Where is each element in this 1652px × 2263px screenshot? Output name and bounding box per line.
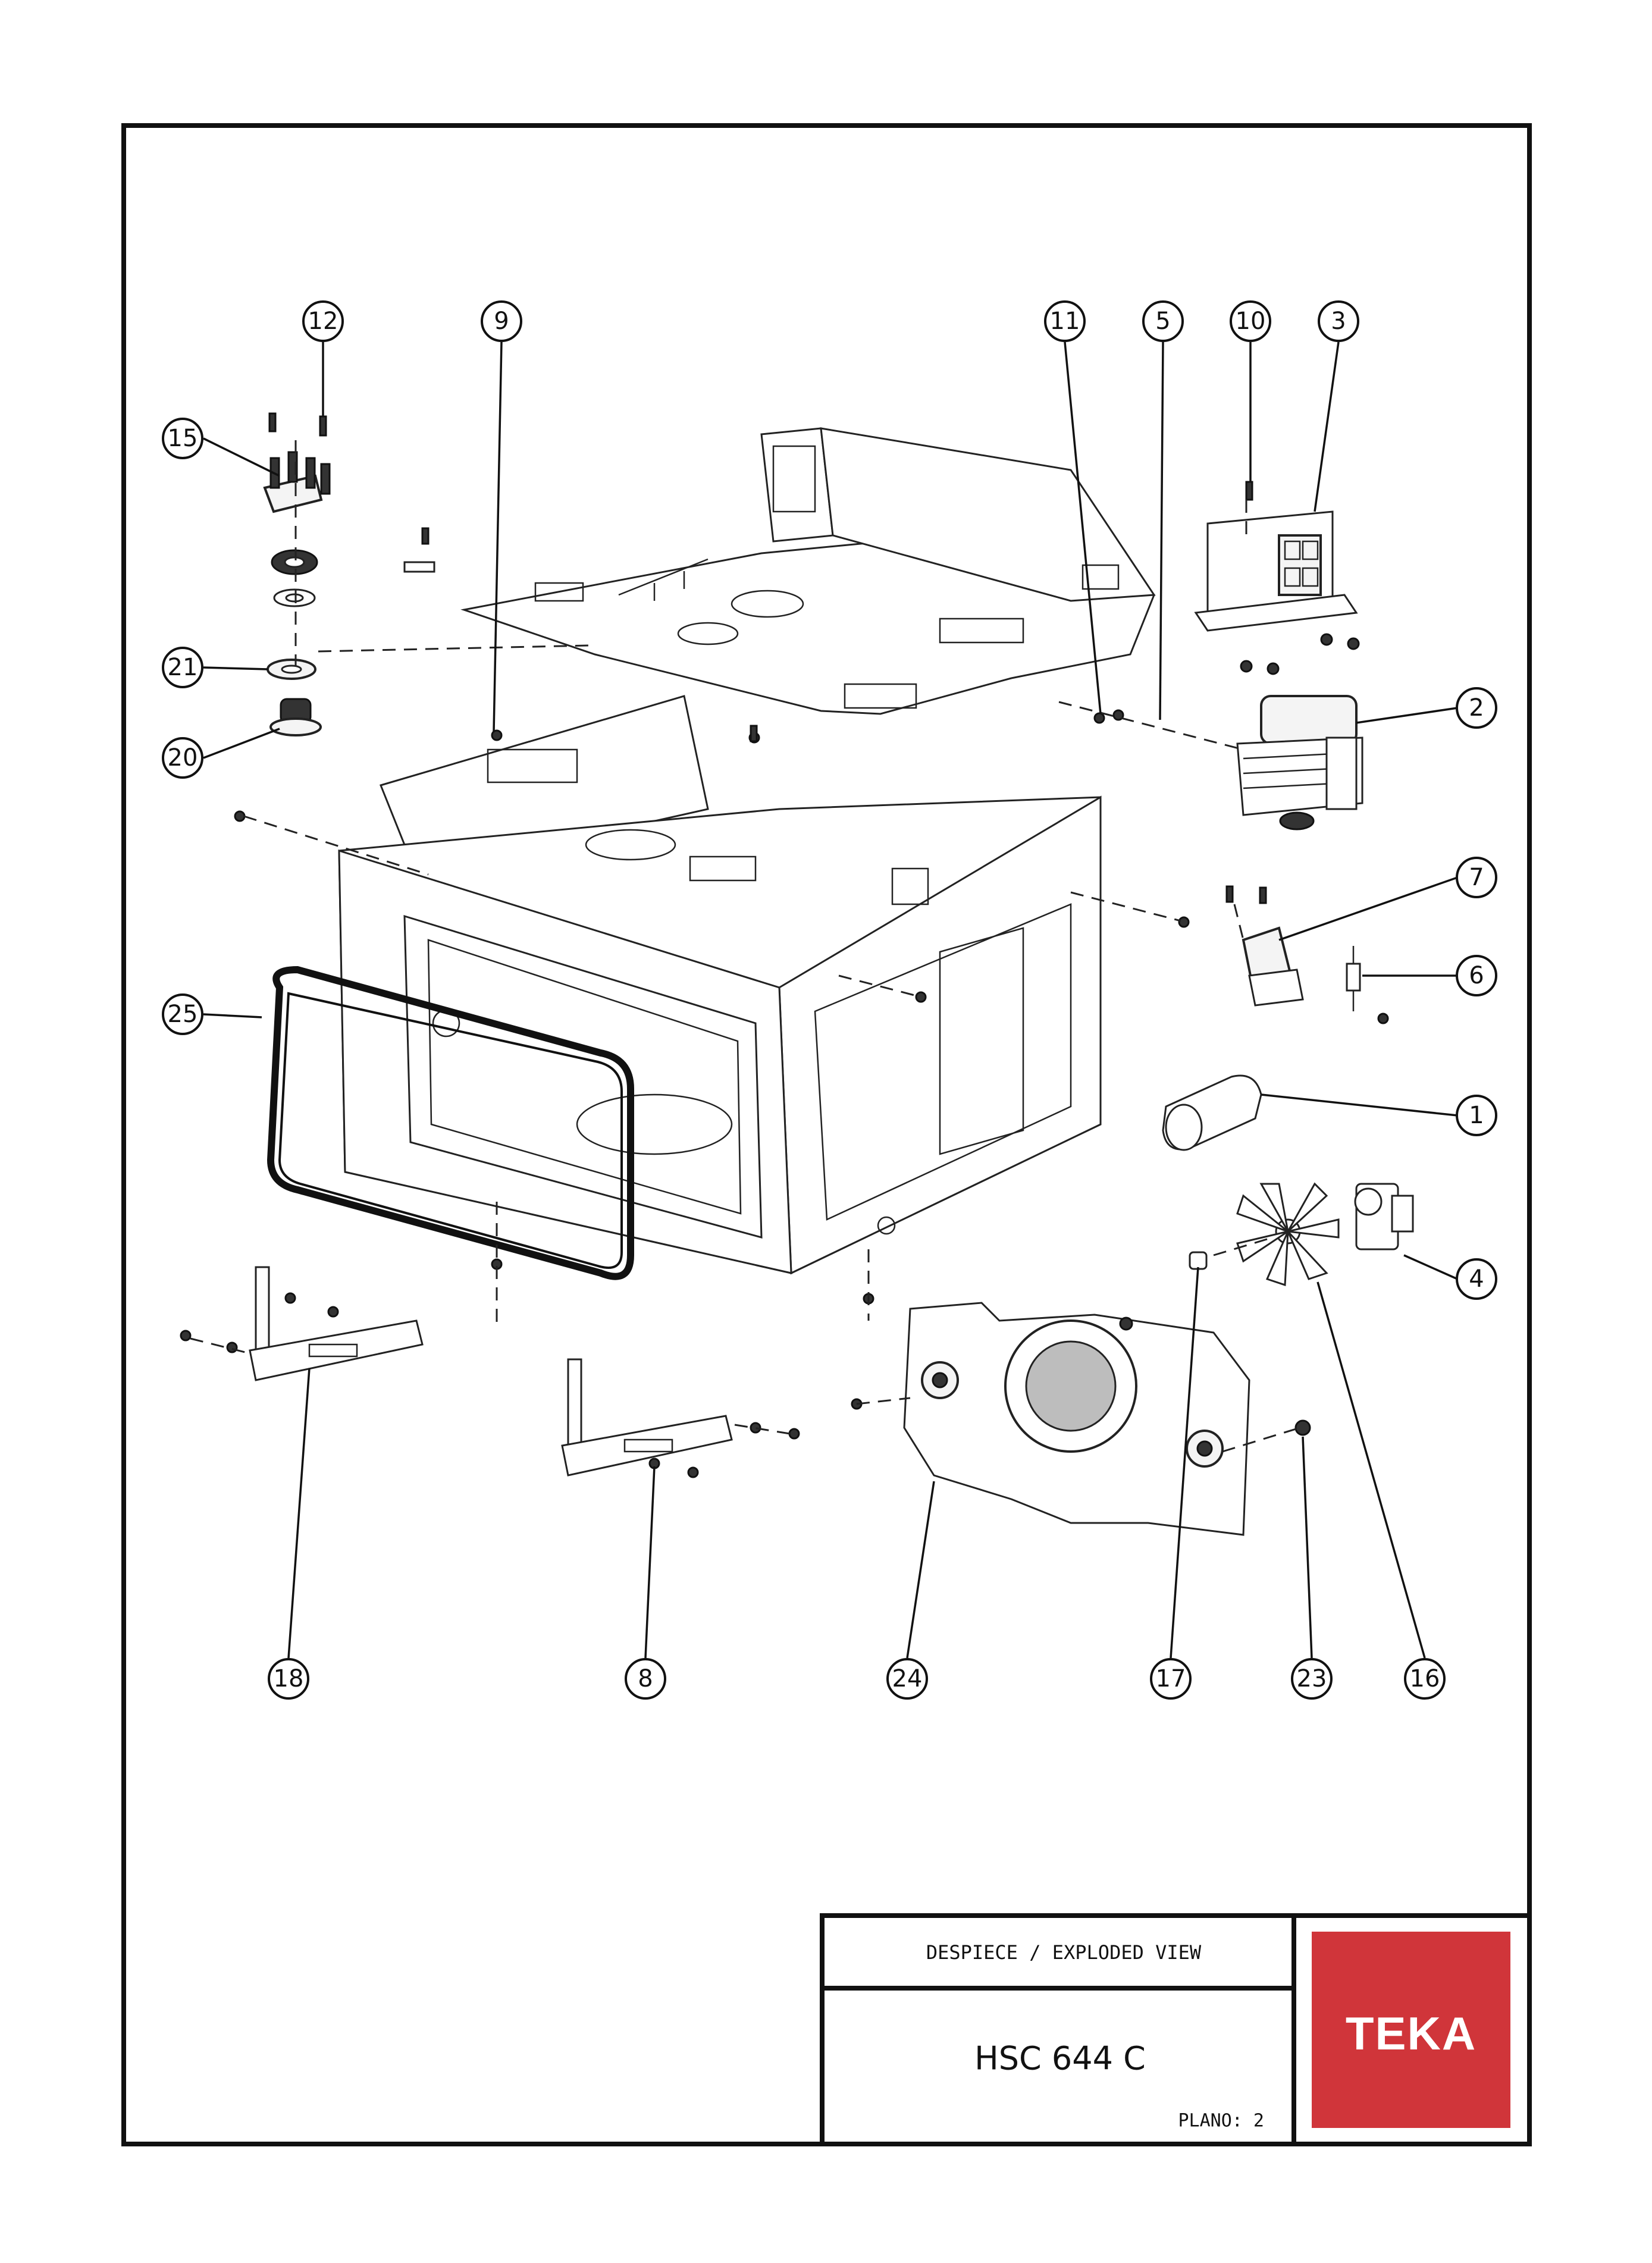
callout-label: 6	[1469, 962, 1484, 989]
callout-16: 16	[1404, 1658, 1446, 1700]
title-heading: DESPIECE / EXPLODED VIEW	[926, 1941, 1202, 1964]
fan-motor	[1354, 1183, 1414, 1250]
callout-9: 9	[481, 300, 522, 342]
callout-label: 16	[1410, 1665, 1440, 1692]
callout-circle	[1456, 687, 1497, 729]
title-block: DESPIECE / EXPLODED VIEW HSC 644 C PLANO…	[820, 1913, 1532, 2146]
callout-label: 10	[1236, 308, 1266, 335]
rear-cover	[903, 1302, 1250, 1536]
top-plate	[460, 427, 1156, 715]
magnetron	[1236, 695, 1363, 830]
callout-circle	[1142, 300, 1184, 342]
fan-nut	[1189, 1251, 1208, 1270]
thermal-bracket	[1225, 885, 1304, 1007]
hinge-right	[561, 1358, 733, 1477]
callout-15: 15	[162, 418, 203, 459]
callout-label: 25	[168, 1001, 198, 1028]
callout-circle	[1291, 1658, 1333, 1700]
callout-circle	[1456, 955, 1497, 996]
callout-circle	[1404, 1658, 1446, 1700]
callout-label: 18	[274, 1665, 304, 1692]
callout-group: 12 9 11 5 10 3 15 21 20 2 7 6 25 1 4 18 8 24 17 23 16	[162, 300, 1497, 1700]
assembly-lines	[190, 440, 1300, 1453]
brand-logo-box	[1312, 1932, 1510, 2128]
exploded-view-drawing	[180, 412, 1414, 1536]
callout-circle	[1456, 1258, 1497, 1300]
door-gasket	[267, 966, 634, 1280]
callout-circle	[1150, 1658, 1192, 1700]
callout-circle	[162, 737, 203, 779]
callout-leaders	[203, 341, 1458, 1659]
callout-8: 8	[625, 1658, 666, 1700]
callout-circle	[625, 1658, 666, 1700]
callout-21: 21	[162, 647, 203, 688]
callout-circle	[162, 993, 203, 1035]
callout-label: 8	[638, 1665, 653, 1692]
callout-label: 15	[168, 425, 198, 452]
callout-2: 2	[1456, 687, 1497, 729]
callout-label: 1	[1469, 1102, 1484, 1129]
callout-23: 23	[1291, 1658, 1333, 1700]
callout-circle	[1230, 300, 1271, 342]
callout-label: 3	[1331, 308, 1346, 335]
callout-circle	[162, 647, 203, 688]
callout-circle	[1456, 1095, 1497, 1136]
callout-7: 7	[1456, 857, 1497, 898]
callout-label: 24	[892, 1665, 923, 1692]
oven-cavity	[338, 695, 1102, 1275]
callout-label: 21	[168, 654, 198, 681]
callout-label: 17	[1156, 1665, 1186, 1692]
callout-label: 11	[1050, 308, 1080, 335]
callout-circle	[268, 1658, 309, 1700]
callout-25: 25	[162, 993, 203, 1035]
callout-circle	[1044, 300, 1086, 342]
callout-12: 12	[302, 300, 344, 342]
callout-label: 2	[1469, 694, 1484, 722]
callout-circle	[162, 418, 203, 459]
callout-18: 18	[268, 1658, 309, 1700]
callout-3: 3	[1318, 300, 1359, 342]
callout-24: 24	[886, 1658, 928, 1700]
callout-circle	[886, 1658, 928, 1700]
callout-label: 20	[168, 744, 198, 772]
transformer	[1194, 481, 1358, 632]
callout-1: 1	[1456, 1095, 1497, 1136]
callout-20: 20	[162, 737, 203, 779]
callout-label: 12	[308, 308, 338, 335]
callout-5: 5	[1142, 300, 1184, 342]
callout-circle	[1456, 857, 1497, 898]
model-number: HSC 644 C	[974, 2040, 1146, 2077]
callout-4: 4	[1456, 1258, 1497, 1300]
fan-blade	[1236, 1182, 1340, 1287]
stirrer-assembly	[263, 412, 331, 736]
sheet-number: PLANO: 2	[1178, 2111, 1265, 2132]
callout-17: 17	[1150, 1658, 1192, 1700]
callout-label: 23	[1297, 1665, 1327, 1692]
brand-logo: TEKA	[1346, 2007, 1477, 2060]
hv-diode	[1346, 946, 1361, 1011]
callout-label: 5	[1155, 308, 1170, 335]
callout-circle	[481, 300, 522, 342]
callout-label: 4	[1469, 1265, 1484, 1293]
callout-10: 10	[1230, 300, 1271, 342]
callout-circle	[1318, 300, 1359, 342]
callout-circle	[302, 300, 344, 342]
callout-6: 6	[1456, 955, 1497, 996]
callout-label: 9	[494, 308, 509, 335]
capacitor	[1162, 1074, 1262, 1151]
callout-11: 11	[1044, 300, 1086, 342]
callout-label: 7	[1469, 864, 1484, 891]
hinge-left	[249, 1266, 424, 1381]
